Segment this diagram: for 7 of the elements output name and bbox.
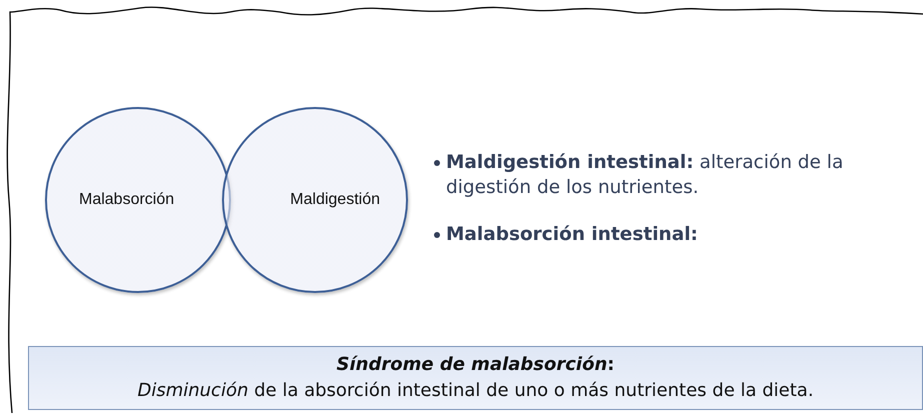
definition-banner <box>28 346 923 410</box>
bullet-text: Malabsorción intestinal: <box>446 223 699 247</box>
circle-label: Malabsorción <box>79 191 174 209</box>
bullet-text: Maldigestión intestinal: alteración de la digestión de los nutrientes. <box>446 151 844 200</box>
banner-heading: Síndrome de malabsorción: <box>336 353 614 377</box>
banner-text: Disminución de la absorción intestinal de uno o más nutrientes de la dieta. <box>137 379 814 403</box>
circle-label: Maldigestión <box>290 191 380 209</box>
